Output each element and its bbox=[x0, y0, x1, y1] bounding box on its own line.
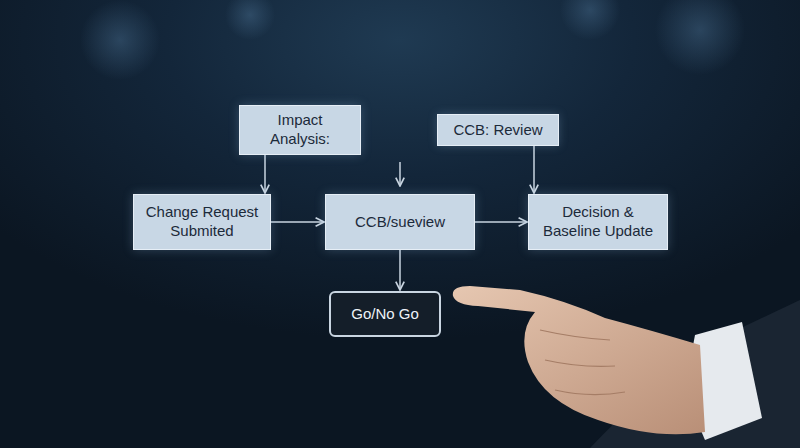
bokeh-light bbox=[225, 0, 275, 40]
text-group: Go/No Go bbox=[351, 305, 419, 324]
text-group: CCB: Review bbox=[453, 121, 542, 140]
text-group: CCB/sueview bbox=[355, 213, 445, 232]
flow-arrow bbox=[475, 221, 527, 223]
box-label: CCB: Review bbox=[453, 121, 542, 140]
text-group: Impact Analysis: bbox=[250, 111, 350, 149]
down-arrow bbox=[399, 162, 401, 186]
bokeh-light bbox=[80, 0, 160, 80]
box-label: Decision & Baseline Update bbox=[539, 203, 657, 241]
bokeh-light bbox=[655, 0, 745, 75]
flow-arrow bbox=[399, 250, 401, 290]
text-group: Decision & Baseline Update bbox=[539, 203, 657, 241]
box-label: Go/No Go bbox=[351, 305, 419, 324]
process-box: CCB: Review bbox=[437, 114, 559, 146]
decision-button: Go/No Go bbox=[329, 291, 441, 337]
process-box: Decision & Baseline Update bbox=[528, 194, 668, 250]
process-box: Change Request Submited bbox=[133, 194, 271, 250]
box-label: Impact Analysis: bbox=[250, 111, 350, 149]
bokeh-light bbox=[560, 0, 620, 40]
flow-arrow bbox=[264, 155, 266, 193]
text-group: Change Request Submited bbox=[144, 203, 260, 241]
box-label: Change Request Submited bbox=[144, 203, 260, 241]
flow-arrow bbox=[533, 146, 535, 193]
process-box: Impact Analysis: bbox=[239, 105, 361, 155]
process-box: CCB/sueview bbox=[325, 194, 475, 250]
box-label: CCB/sueview bbox=[355, 213, 445, 232]
pointing-hand bbox=[453, 286, 800, 448]
flow-arrow bbox=[271, 221, 324, 223]
